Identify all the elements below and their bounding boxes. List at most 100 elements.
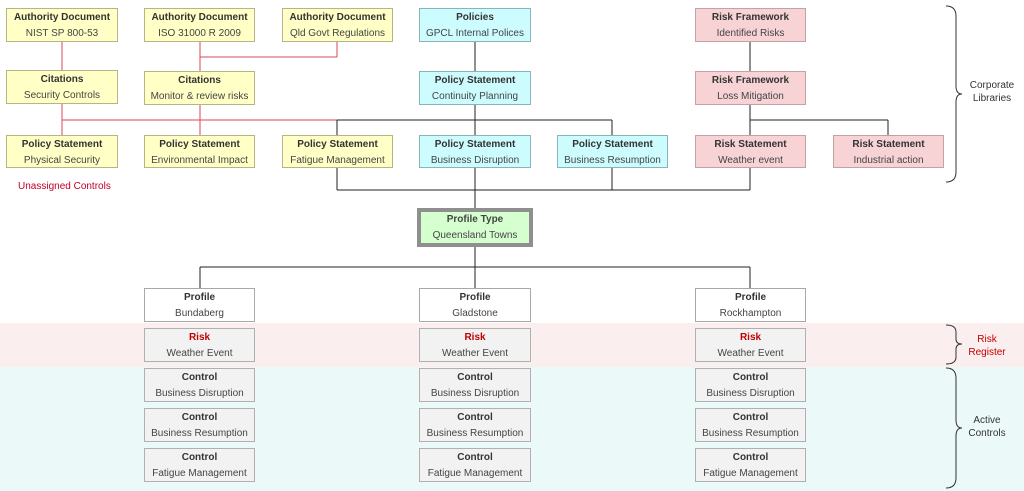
box-title: Policy Statement [297,139,378,150]
box-title: Citations [178,75,221,86]
control-box[interactable]: Control Fatigue Management [695,448,806,482]
profile-box[interactable]: Profile Bundaberg [144,288,255,322]
authority-document-nist[interactable]: Authority Document NIST SP 800-53 [6,8,118,42]
box-title: Profile Type [446,214,504,225]
box-title: Risk Framework [711,12,790,23]
box-subtitle: Weather Event [717,348,784,359]
box-title: Control [457,412,493,423]
box-subtitle: Continuity Planning [431,91,519,102]
corporate-libraries-label: Corporate Libraries [962,79,1022,105]
box-title: Profile [183,292,216,303]
control-box[interactable]: Control Business Disruption [144,368,255,402]
box-subtitle: Fatigue Management [427,468,523,479]
box-subtitle: Business Resumption [426,428,524,439]
box-subtitle: Business Resumption [702,428,799,439]
box-subtitle: Business Resumption [151,428,248,439]
box-title: Policy Statement [434,75,516,86]
box-subtitle: Fatigue Management [152,468,247,479]
box-title: Control [732,452,769,463]
policy-statement-physical[interactable]: Policy Statement Physical Security [6,135,118,168]
box-title: Control [181,452,218,463]
risk-box[interactable]: Risk Weather Event [695,328,806,362]
box-title: Risk [739,332,762,343]
risk-statement-industrial[interactable]: Risk Statement Industrial action [833,135,944,168]
box-subtitle: NIST SP 800-53 [25,28,99,39]
box-title: Risk Statement [714,139,787,150]
risk-box[interactable]: Risk Weather Event [419,328,531,362]
authority-document-iso[interactable]: Authority Document ISO 31000 R 2009 [144,8,255,42]
box-title: Profile [459,292,491,303]
policy-statement-resumption[interactable]: Policy Statement Business Resumption [557,135,668,168]
citations-monitor[interactable]: Citations Monitor & review risks [144,71,255,105]
policy-statement-environmental[interactable]: Policy Statement Environmental Impact [144,135,255,168]
box-title: Policy Statement [572,139,653,150]
risk-framework-loss[interactable]: Risk Framework Loss Mitigation [695,71,806,105]
policy-statement-fatigue[interactable]: Policy Statement Fatigue Management [282,135,393,168]
box-subtitle: Weather event [718,155,783,166]
unassigned-controls-label: Unassigned Controls [18,181,111,192]
control-box[interactable]: Control Business Disruption [419,368,531,402]
box-subtitle: Business Disruption [706,388,795,399]
box-subtitle: Loss Mitigation [717,91,784,102]
risk-statement-weather[interactable]: Risk Statement Weather event [695,135,806,168]
risk-box[interactable]: Risk Weather Event [144,328,255,362]
box-subtitle: Fatigue Management [290,155,385,166]
box-subtitle: Business Disruption [430,388,520,399]
box-subtitle: Qld Govt Regulations [289,28,386,39]
box-subtitle: Environmental Impact [151,155,248,166]
box-title: Profile [734,292,767,303]
profile-box[interactable]: Profile Rockhampton [695,288,806,322]
box-title: Control [181,372,218,383]
box-subtitle: Queensland Towns [432,230,518,241]
policy-statement-continuity[interactable]: Policy Statement Continuity Planning [419,71,531,105]
profile-type-box[interactable]: Profile Type Queensland Towns [417,208,533,247]
side-label-line: Libraries [972,93,1012,104]
box-subtitle: Weather Event [166,348,233,359]
box-title: Risk Framework [711,75,790,86]
box-subtitle: Monitor & review risks [150,91,249,102]
box-title: Risk [188,332,211,343]
box-subtitle: Gladstone [452,308,498,319]
box-subtitle: Business Disruption [430,155,520,166]
policies-box[interactable]: Policies GPCL Internal Polices [419,8,531,42]
authority-document-qld[interactable]: Authority Document Qld Govt Regulations [282,8,393,42]
box-title: Policy Statement [21,139,103,150]
box-title: Authority Document [13,12,111,23]
side-label-line: Controls [968,428,1006,439]
box-title: Authority Document [289,12,386,23]
control-box[interactable]: Control Fatigue Management [419,448,531,482]
box-subtitle: Security Controls [23,90,101,101]
box-title: Control [457,452,493,463]
side-label-line: Risk [977,334,997,345]
box-title: Policy Statement [434,139,516,150]
box-title: Control [732,412,769,423]
box-title: Risk [464,332,486,343]
box-title: Control [457,372,493,383]
citations-security[interactable]: Citations Security Controls [6,70,118,104]
side-label-line: Active [973,415,1001,426]
box-title: Authority Document [151,12,248,23]
box-subtitle: ISO 31000 R 2009 [158,28,241,39]
active-controls-label: Active Controls [962,414,1012,440]
control-box[interactable]: Control Business Resumption [419,408,531,442]
box-title: Policy Statement [159,139,240,150]
box-subtitle: Business Disruption [155,388,244,399]
box-subtitle: Bundaberg [175,308,224,319]
control-box[interactable]: Control Business Disruption [695,368,806,402]
box-subtitle: GPCL Internal Polices [425,28,524,39]
control-box[interactable]: Control Fatigue Management [144,448,255,482]
profile-box[interactable]: Profile Gladstone [419,288,531,322]
policy-statement-disruption[interactable]: Policy Statement Business Disruption [419,135,531,168]
box-subtitle: Fatigue Management [703,468,798,479]
box-title: Control [181,412,218,423]
box-subtitle: Rockhampton [719,308,782,319]
box-subtitle: Physical Security [23,155,101,166]
box-title: Risk Statement [852,139,925,150]
control-box[interactable]: Control Business Resumption [695,408,806,442]
box-title: Control [732,372,769,383]
box-subtitle: Identified Risks [716,28,785,39]
control-box[interactable]: Control Business Resumption [144,408,255,442]
box-subtitle: Weather Event [442,348,508,359]
risk-framework-identified[interactable]: Risk Framework Identified Risks [695,8,806,42]
